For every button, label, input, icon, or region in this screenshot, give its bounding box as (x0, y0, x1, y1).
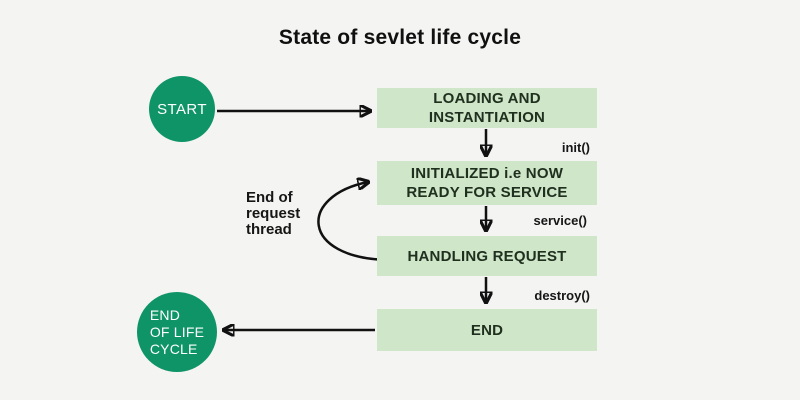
diagram-title: State of sevlet life cycle (278, 26, 522, 49)
start-node: START (149, 76, 215, 142)
handling-request-label: HANDLING REQUEST (407, 247, 567, 265)
loading-instantiation-label: LOADING AND INSTANTIATION (428, 90, 546, 126)
initialized-label: INITIALIZED i.e NOW READY FOR SERVICE (406, 165, 568, 201)
loading-instantiation-box: LOADING AND INSTANTIATION (377, 88, 597, 128)
destroy-edge-label: destroy() (534, 288, 590, 303)
init-edge-label: init() (561, 140, 590, 155)
end-box: END (377, 309, 597, 351)
end-of-request-thread-label: End of request thread (246, 189, 301, 238)
initialized-box: INITIALIZED i.e NOW READY FOR SERVICE (377, 161, 597, 205)
service-edge-label: service() (533, 213, 587, 228)
end-box-label: END (470, 321, 504, 339)
end-of-life-label: END OF LIFE CYCLE (149, 306, 205, 357)
start-node-label: START (157, 100, 207, 118)
end-of-life-node: END OF LIFE CYCLE (137, 292, 217, 372)
handling-request-box: HANDLING REQUEST (377, 236, 597, 276)
